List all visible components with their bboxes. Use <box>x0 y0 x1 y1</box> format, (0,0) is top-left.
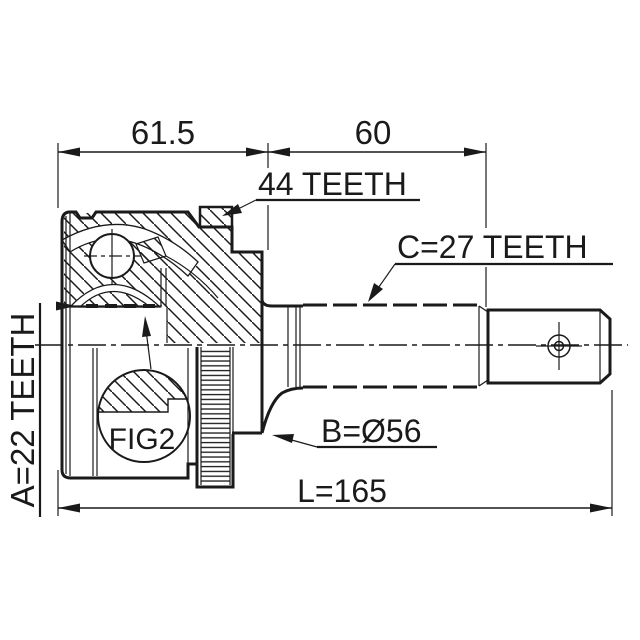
abs-ring <box>195 205 235 489</box>
shaft-spline-arrow <box>368 283 383 302</box>
abs-ring-section-tab <box>198 205 234 229</box>
fig2-leader-arrow <box>142 316 151 337</box>
body-diameter-label: B=Ø56 <box>321 413 422 449</box>
abs-teeth-label: 44 TEETH <box>258 166 407 202</box>
bearing-ball <box>84 229 141 284</box>
callout-44-teeth: 44 TEETH <box>222 166 420 216</box>
callout-b-diameter: B=Ø56 <box>272 413 437 449</box>
dim-l165-label: L=165 <box>297 473 387 509</box>
dimension-61-5: 61.5 <box>57 114 269 250</box>
dim-60-label: 60 <box>355 114 392 151</box>
drive-shaft <box>303 303 612 389</box>
dimension-l165: L=165 <box>57 390 613 516</box>
callout-c27-teeth: C=27 TEETH <box>368 229 613 302</box>
shaft-spline-label: C=27 TEETH <box>397 229 588 265</box>
dim-61-5-label: 61.5 <box>131 114 195 151</box>
dimension-60: 60 <box>268 114 487 307</box>
inner-spline-label: A=22 TEETH <box>4 313 41 508</box>
housing-outline <box>60 210 304 480</box>
inner-spline-indicator: A=22 TEETH <box>4 301 162 517</box>
abs-teeth-arrow <box>222 204 242 216</box>
body-diameter-arrow <box>272 434 294 443</box>
inner-spline-arrow <box>56 301 76 311</box>
fig2-label: FIG2 <box>109 423 176 456</box>
abs-ring-teeth-band <box>201 348 230 482</box>
center-mark <box>536 322 582 370</box>
